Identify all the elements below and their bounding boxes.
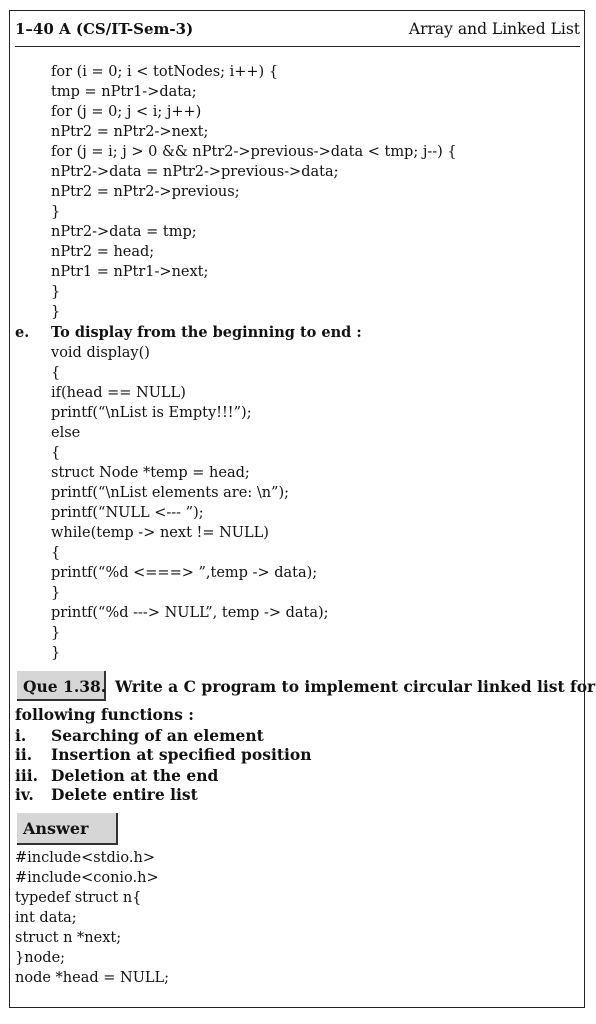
code-line: typedef struct n{	[15, 890, 142, 906]
list-item: Delete entire list	[51, 785, 198, 804]
code-line: for (j = 0; j < i; j++)	[51, 104, 202, 120]
code-line: nPtr2->data = tmp;	[51, 224, 197, 240]
code-line: printf(“\nList is Empty!!!”);	[51, 405, 252, 421]
question-title-cont: following functions :	[15, 705, 194, 724]
list-item: Insertion at specified position	[51, 745, 312, 764]
page-frame	[9, 10, 585, 1008]
list-marker: ii.	[15, 745, 33, 764]
code-line: printf(“\nList elements are: \n”);	[51, 485, 289, 501]
code-line: }	[51, 204, 61, 220]
code-line: {	[51, 445, 61, 461]
code-line: tmp = nPtr1->data;	[51, 84, 197, 100]
code-line: int data;	[15, 910, 77, 926]
code-line: nPtr2 = head;	[51, 244, 155, 260]
code-line: nPtr2->data = nPtr2->previous->data;	[51, 164, 339, 180]
code-line: }	[51, 304, 61, 320]
code-line: }	[51, 645, 61, 661]
question-title: Write a C program to implement circular …	[115, 677, 596, 696]
list-marker: iv.	[15, 785, 34, 804]
code-line: else	[51, 425, 81, 441]
code-line: }	[51, 625, 61, 641]
code-line: }node;	[15, 950, 66, 966]
section-marker: e.	[15, 324, 30, 341]
code-line: {	[51, 365, 61, 381]
list-marker: i.	[15, 726, 27, 745]
code-line: #include<stdio.h>	[15, 850, 155, 866]
list-item: Deletion at the end	[51, 766, 219, 785]
code-line: }	[51, 284, 61, 300]
list-item: Searching of an element	[51, 726, 264, 745]
header-rule	[15, 46, 580, 47]
section-heading: To display from the beginning to end :	[51, 324, 362, 341]
code-line: void display()	[51, 345, 150, 361]
code-line: {	[51, 545, 61, 561]
code-line: }	[51, 585, 61, 601]
code-line: nPtr2 = nPtr2->previous;	[51, 184, 240, 200]
code-line: struct Node *temp = head;	[51, 465, 250, 481]
page-label: 1–40 A (CS/IT-Sem-3)	[15, 20, 194, 38]
question-label-box	[17, 671, 106, 701]
code-line: node *head = NULL;	[15, 970, 170, 986]
code-line: printf(“%d ---> NULL”, temp -> data);	[51, 605, 329, 621]
code-line: struct n *next;	[15, 930, 122, 946]
code-line: #include<conio.h>	[15, 870, 159, 886]
code-line: nPtr2 = nPtr2->next;	[51, 124, 209, 140]
list-marker: iii.	[15, 766, 39, 785]
code-line: while(temp -> next != NULL)	[51, 525, 269, 541]
answer-label-box	[17, 813, 118, 845]
code-line: for (i = 0; i < totNodes; i++) {	[51, 64, 279, 80]
answer-label: Answer	[23, 819, 89, 838]
code-line: for (j = i; j > 0 && nPtr2->previous->da…	[51, 144, 457, 160]
code-line: printf(“NULL <--- ”);	[51, 505, 204, 521]
question-label: Que 1.38.	[23, 677, 107, 696]
code-line: if(head == NULL)	[51, 385, 186, 401]
code-line: printf(“%d <===> ”,temp -> data);	[51, 565, 318, 581]
code-line: nPtr1 = nPtr1->next;	[51, 264, 209, 280]
chapter-title: Array and Linked List	[408, 20, 580, 38]
